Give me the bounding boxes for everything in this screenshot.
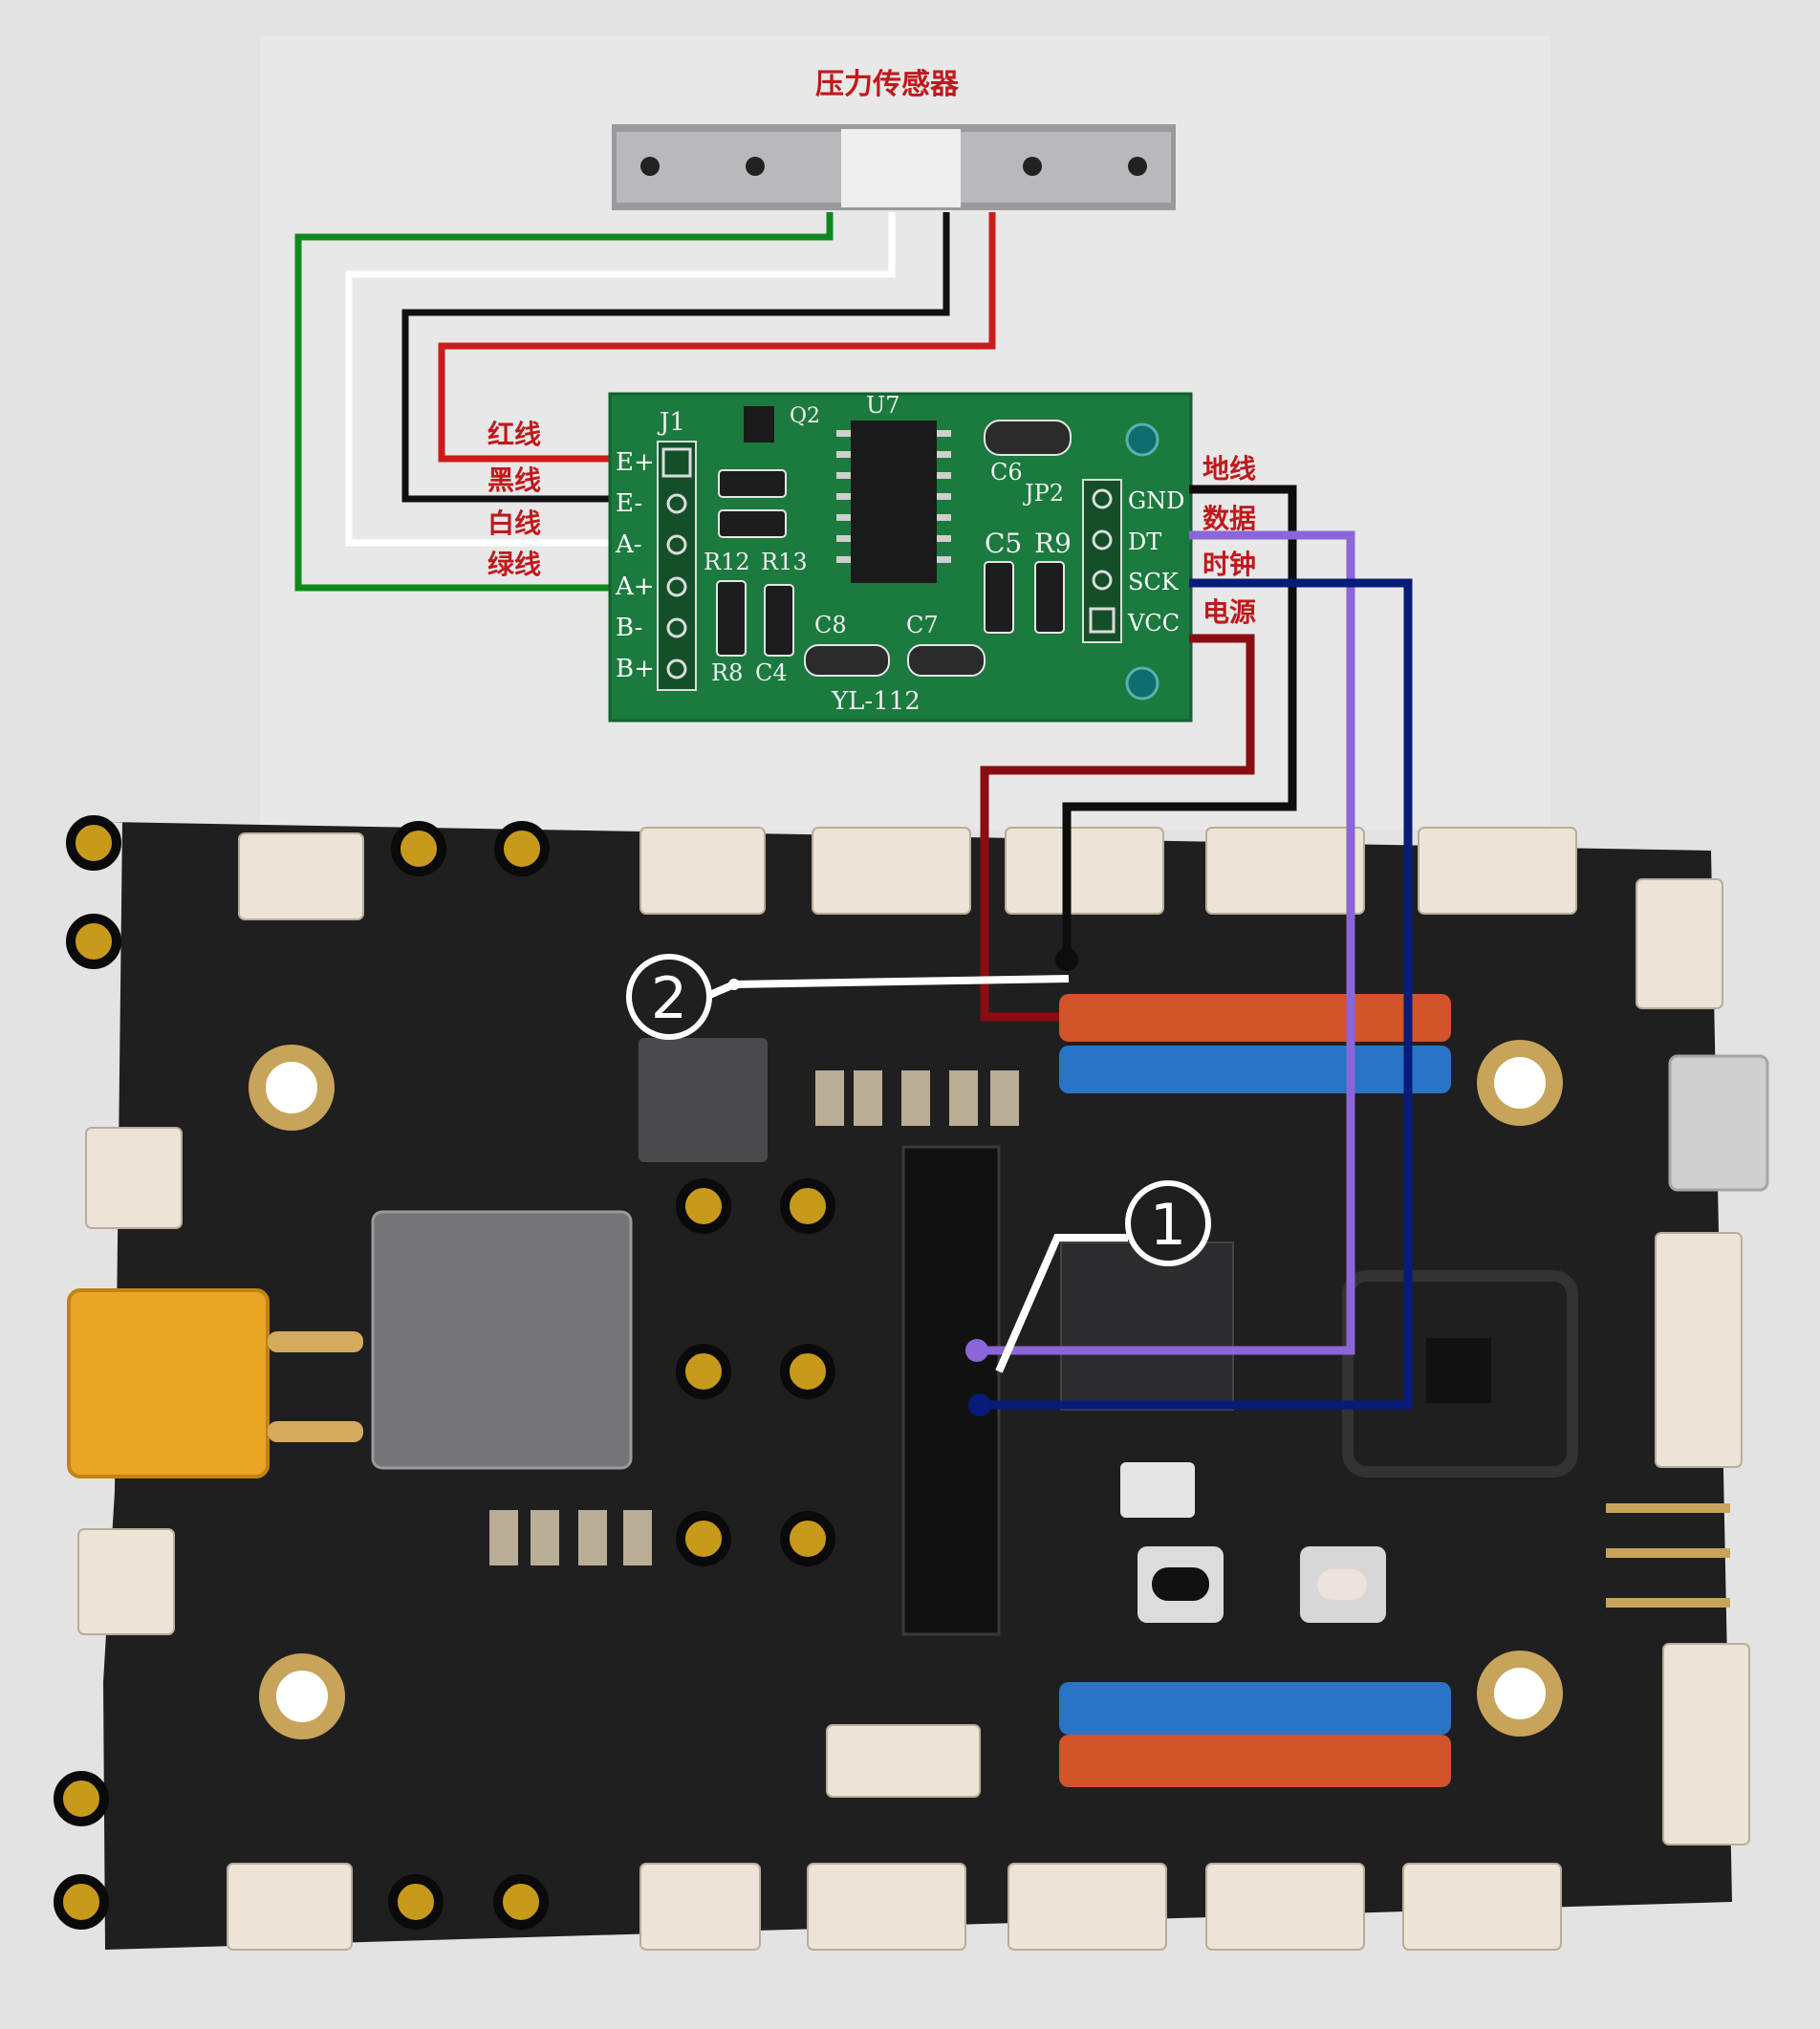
- j1-label: J1: [657, 408, 685, 437]
- hx711-module: [608, 392, 1193, 723]
- marker-one-label: 1: [1150, 1192, 1186, 1259]
- u7-label: U7: [866, 392, 900, 419]
- marker-one-pointer: [995, 1234, 1128, 1373]
- dt-wire: [977, 530, 1355, 1355]
- label-red-wire: 红线: [488, 419, 541, 450]
- r8-label: R8: [711, 659, 743, 686]
- dt-wire-end: [965, 1339, 988, 1362]
- label-white-wire: 白线: [488, 507, 541, 539]
- label-dt-wire: 数据: [1202, 503, 1256, 534]
- label-gnd-wire: 地线: [1202, 453, 1256, 485]
- model-label: YL-112: [831, 687, 921, 716]
- vcc-wire: [980, 634, 1255, 1022]
- c7-label: C7: [906, 612, 939, 638]
- sensor-title: 压力传感器: [815, 68, 960, 101]
- r9-label: R9: [1034, 528, 1072, 559]
- load-cell-sensor: [612, 124, 1176, 210]
- sck-wire: [980, 578, 1413, 1410]
- marker-two-label: 2: [651, 965, 687, 1032]
- label-green-wire: 绿线: [488, 549, 541, 580]
- r13-label: R13: [761, 549, 808, 575]
- label-vcc-wire: 电源: [1202, 596, 1256, 628]
- pin-e-minus: E-: [616, 489, 642, 518]
- white-wire: [345, 212, 896, 547]
- r12-label: R12: [704, 549, 750, 575]
- label-sck-wire: 时钟: [1202, 549, 1256, 580]
- jp2-label: JP2: [1022, 480, 1064, 507]
- pin-a-plus: A+: [615, 572, 655, 601]
- c8-label: C8: [814, 612, 847, 638]
- black-wire-sensor: [401, 212, 950, 503]
- q2-label: Q2: [790, 404, 820, 428]
- pin-sck: SCK: [1128, 569, 1180, 595]
- gnd-wire-end: [1055, 948, 1078, 971]
- pin-b-minus: B-: [616, 614, 642, 642]
- gnd-wire: [1062, 485, 1297, 960]
- pin-dt: DT: [1128, 529, 1161, 555]
- pin-vcc: VCC: [1127, 610, 1180, 637]
- pin-b-plus: B+: [616, 655, 655, 683]
- c4-label: C4: [755, 659, 788, 686]
- marker-two-circle: [626, 954, 712, 1040]
- pin-gnd: GND: [1128, 487, 1184, 514]
- c5-label: C5: [985, 528, 1022, 559]
- pin-a-minus: A-: [615, 530, 642, 559]
- green-wire: [294, 212, 834, 592]
- label-black-wire: 黑线: [488, 464, 541, 496]
- red-wire-sensor: [438, 212, 996, 463]
- pin-e-plus: E+: [616, 448, 655, 477]
- sck-wire-end: [968, 1393, 991, 1416]
- marker-one-circle: [1125, 1180, 1211, 1266]
- c6-label: C6: [990, 459, 1023, 486]
- controller-board: [54, 815, 1769, 1951]
